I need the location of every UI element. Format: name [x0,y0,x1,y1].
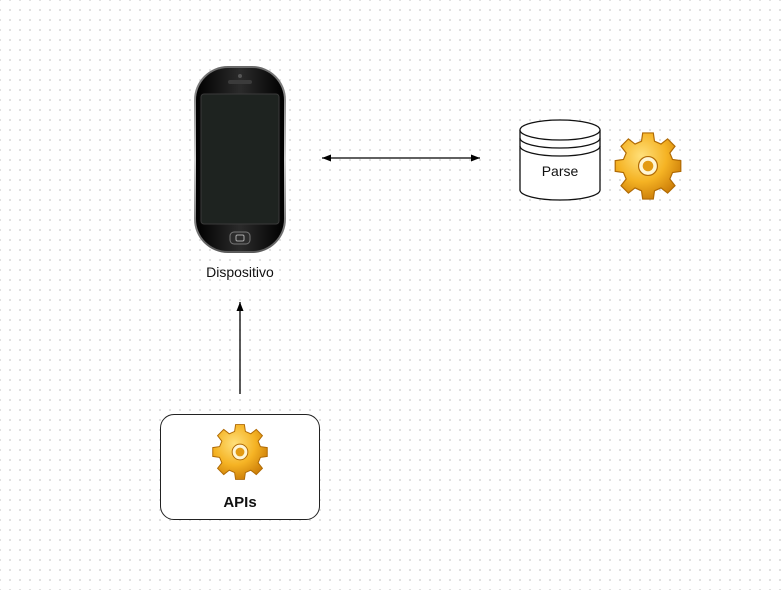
parse-label: Parse [541,163,579,179]
smartphone-icon[interactable] [194,66,286,253]
apis-label: APIs [223,494,257,511]
device-label: Dispositivo [206,264,274,280]
database-cylinder-icon[interactable] [519,119,601,201]
gear-icon [614,132,682,200]
